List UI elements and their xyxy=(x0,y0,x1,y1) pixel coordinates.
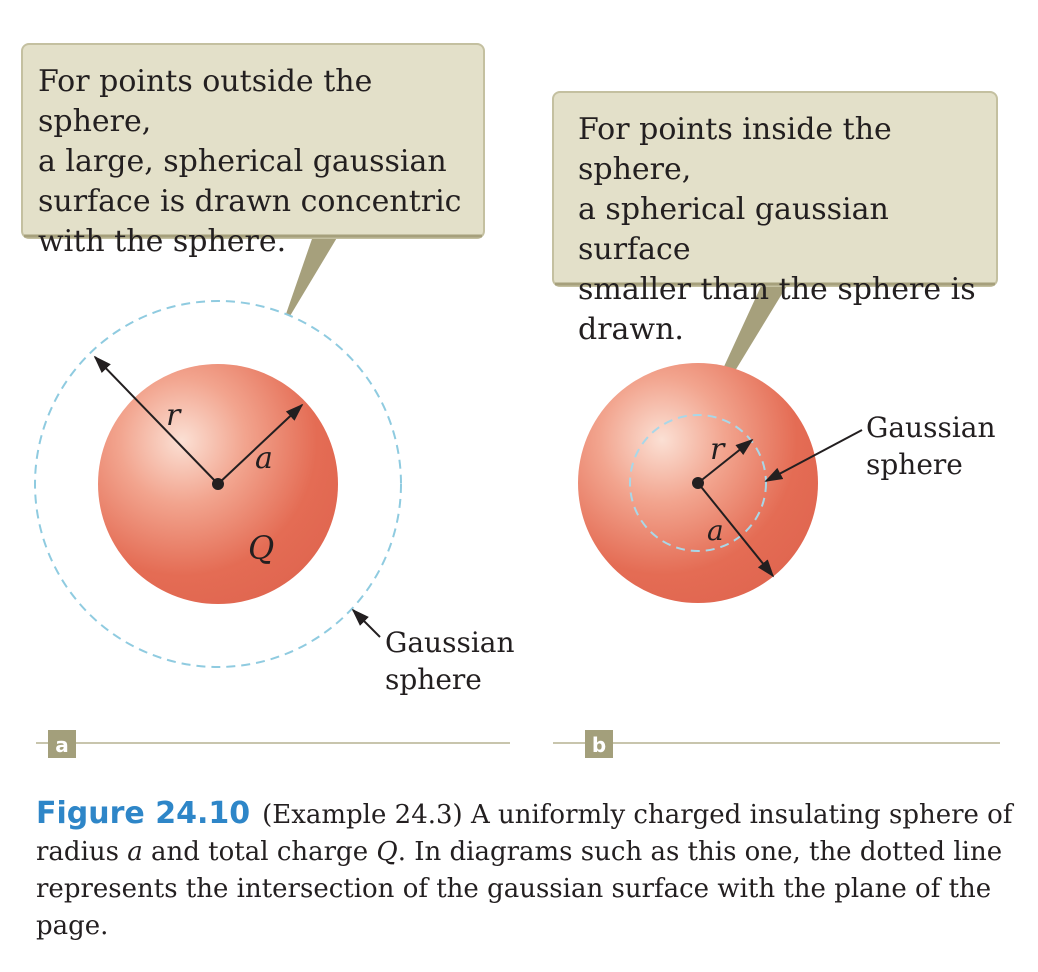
gaussian-pointer-arrow-a xyxy=(351,608,381,638)
callout-a-box xyxy=(21,43,485,239)
panel-a-badge xyxy=(48,730,76,758)
panel-b: r a Gaussian sphere b xyxy=(552,91,1000,758)
caption-var-a: a xyxy=(127,837,143,867)
gaussian-surface-a xyxy=(34,300,402,668)
radius-a-label-b: a xyxy=(707,514,724,547)
radius-a-label-a: a xyxy=(255,441,273,476)
caption-text-3: . In diagrams such as this one, the dott… xyxy=(36,837,1003,941)
center-dot-a xyxy=(212,478,224,490)
radius-r-label-a: r xyxy=(166,398,182,433)
panel-b-label: b xyxy=(592,733,606,757)
radius-r-arrow-b xyxy=(697,438,754,484)
callout-b-text: For points inside the sphere, a spherica… xyxy=(578,112,976,347)
radius-r-arrow-a xyxy=(93,355,219,485)
radius-a-arrow-b xyxy=(697,482,775,578)
radius-a-arrow-a xyxy=(217,403,304,485)
panel-a: r a Q Gaussian sphere a xyxy=(21,43,515,758)
gaussian-label-a-line1: Gaussian xyxy=(385,626,515,659)
panel-b-badge xyxy=(585,730,613,758)
gaussian-label-a-line2: sphere xyxy=(385,663,482,696)
radius-r-label-b: r xyxy=(710,432,726,467)
caption-var-q: Q xyxy=(376,837,398,867)
caption-text-2: and total charge xyxy=(142,837,377,867)
figure-caption: Figure 24.10(Example 24.3) A uniformly c… xyxy=(36,795,1016,945)
caption-text-1: (Example 24.3) A uniformly charged insul… xyxy=(36,800,1013,867)
callout-b-box xyxy=(552,91,998,287)
gaussian-label-b-line1: Gaussian xyxy=(866,411,996,444)
callout-a-text: For points outside the sphere, a large, … xyxy=(38,64,462,259)
charge-label: Q xyxy=(248,529,274,567)
panel-a-label: a xyxy=(55,733,69,757)
gaussian-label-b-line2: sphere xyxy=(866,448,963,481)
center-dot-b xyxy=(692,477,704,489)
figure-number: Figure 24.10 xyxy=(36,796,251,831)
gaussian-surface-b xyxy=(629,414,767,552)
callout-a-pointer xyxy=(286,236,338,316)
gaussian-pointer-arrow-b xyxy=(764,429,863,482)
